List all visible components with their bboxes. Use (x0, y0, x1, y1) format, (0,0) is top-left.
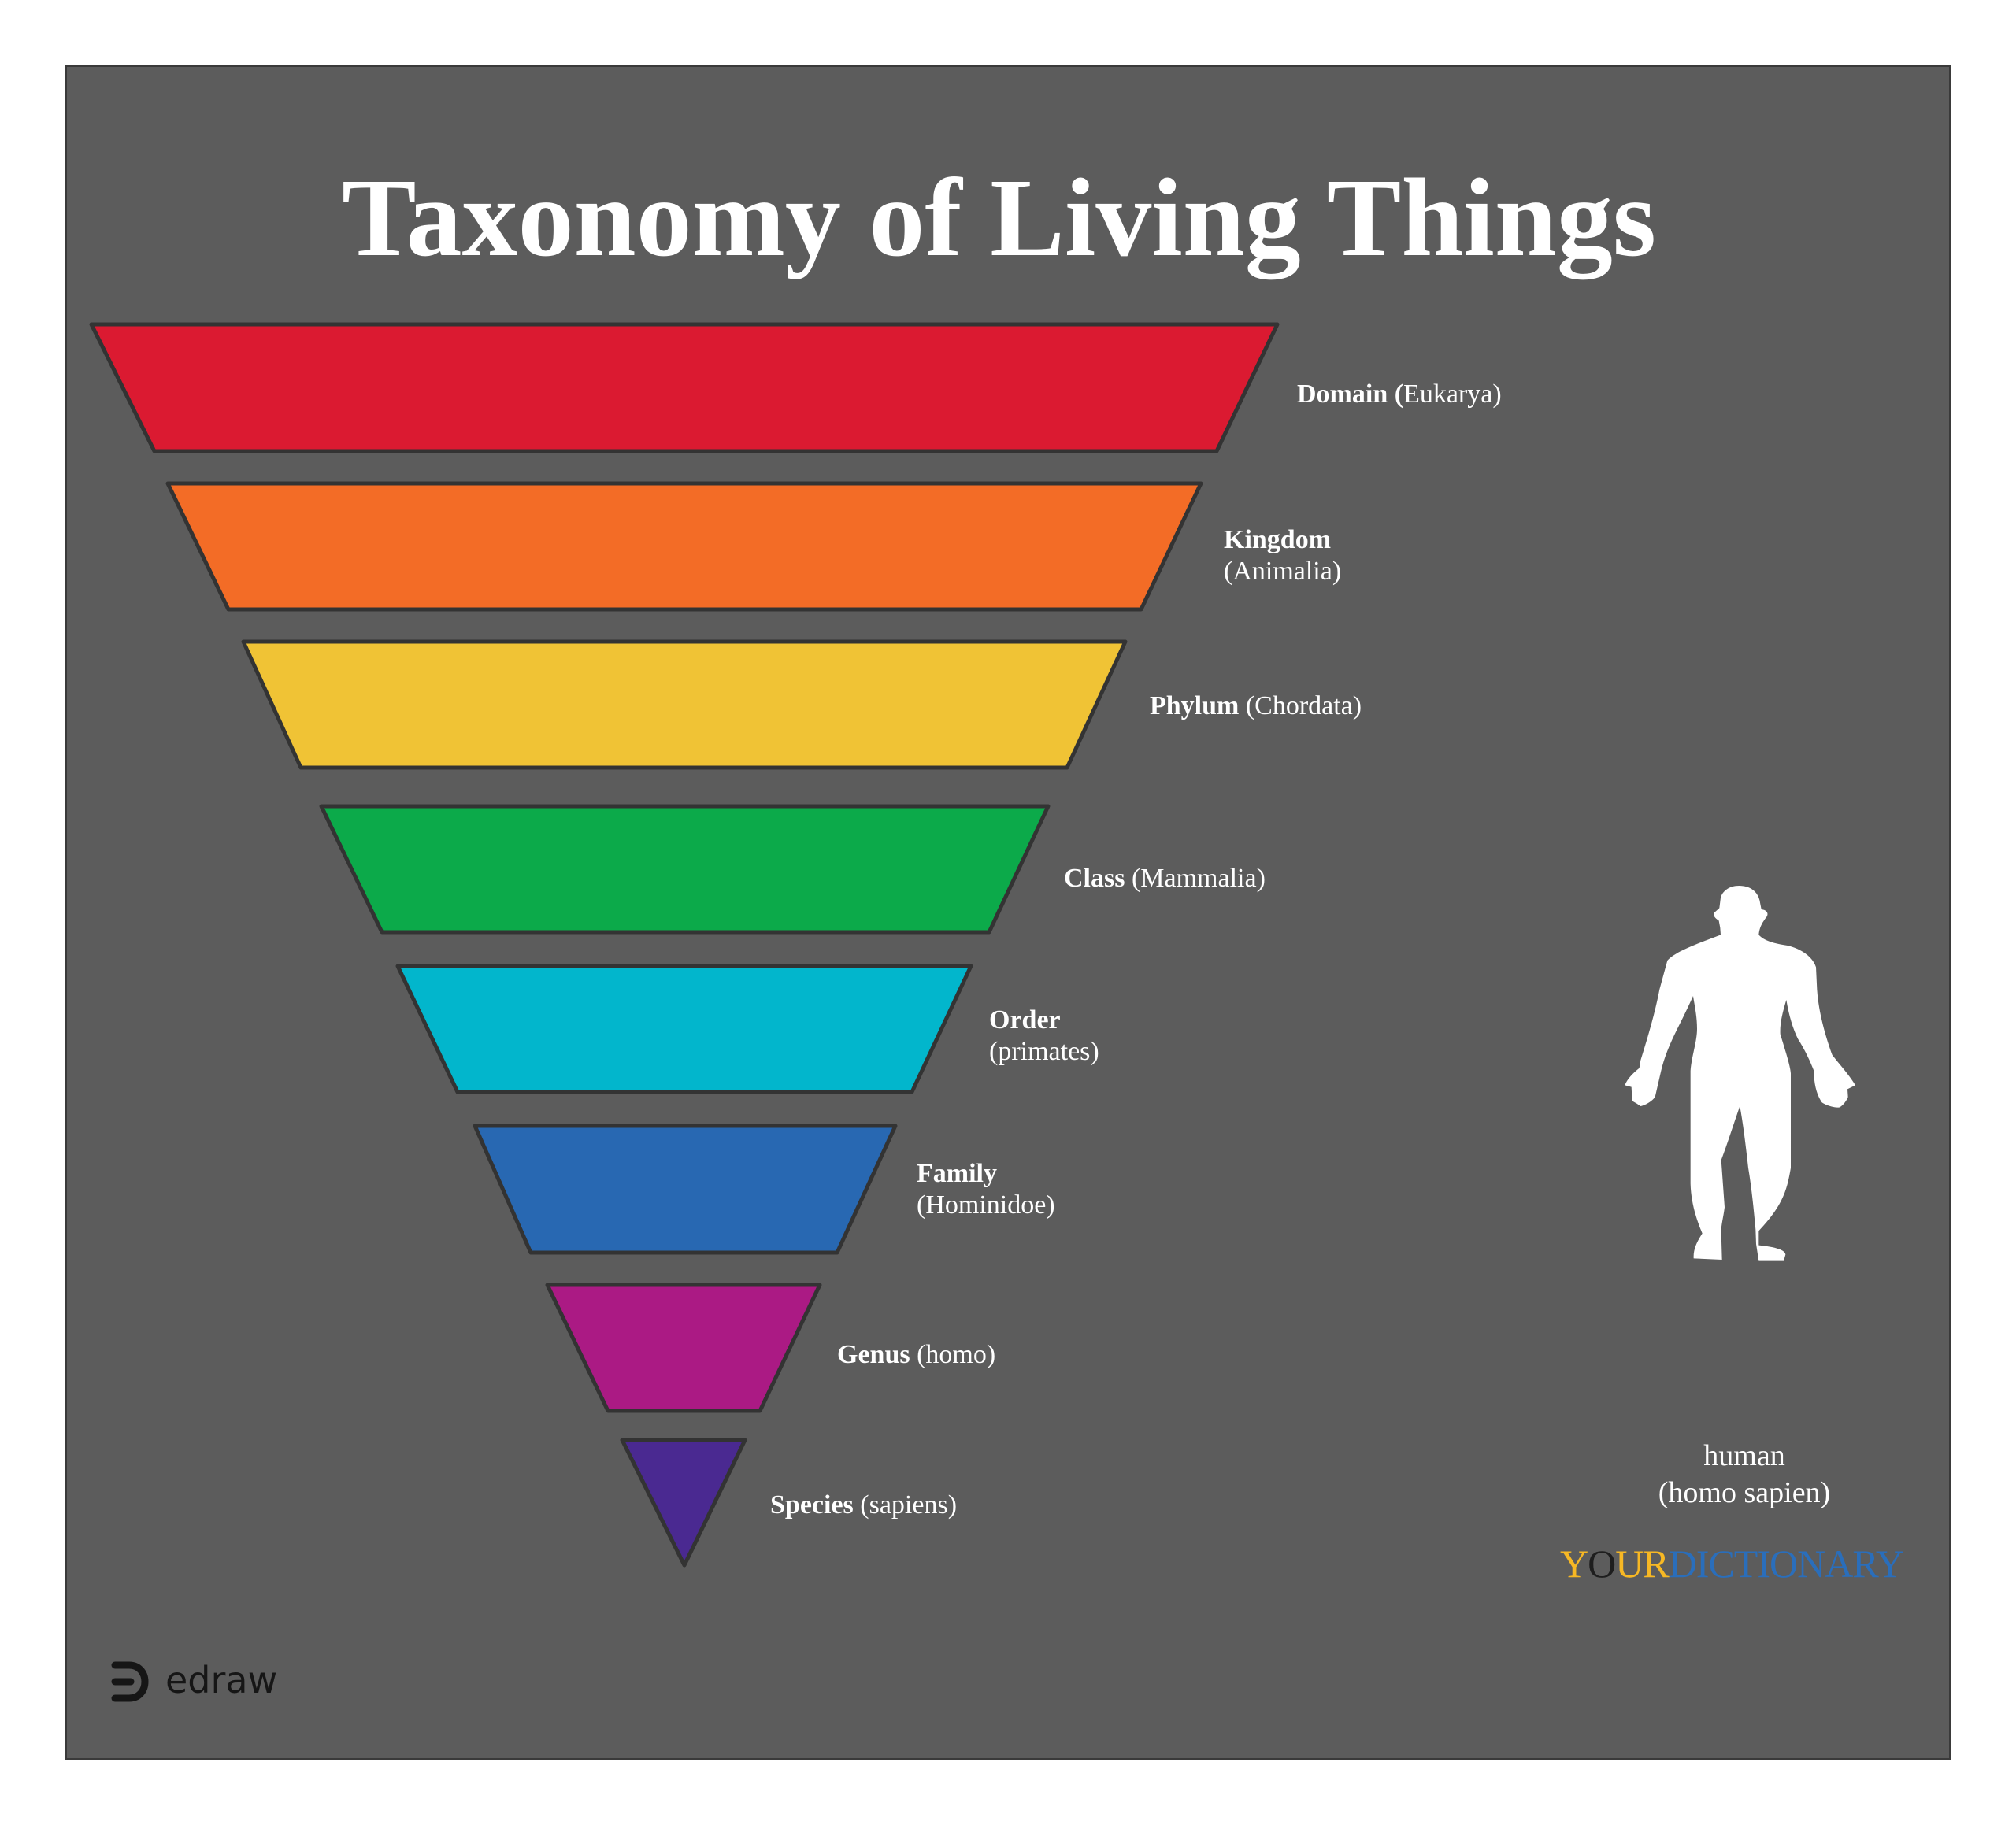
human-caption-scientific: (homo sapien) (1658, 1476, 1831, 1509)
label-species: Species (sapiens) (770, 1490, 957, 1521)
taxon-domain: Eukarya) (1403, 379, 1502, 409)
taxon-family: (Hominidoe) (917, 1190, 1055, 1220)
page-title: Taxonomy of Living Things (341, 155, 1657, 279)
edraw-logo-text: edraw (165, 1659, 278, 1701)
human-caption: human (homo sapien) (1587, 1438, 1902, 1512)
human-silhouette-icon (1625, 885, 1855, 1261)
label-domain: Domain (Eukarya) (1297, 379, 1502, 410)
taxon-class: (Mammalia) (1131, 864, 1266, 893)
rank-genus: Genus (837, 1340, 910, 1369)
rank-class: Class (1064, 864, 1125, 893)
label-class: Class (Mammalia) (1064, 863, 1266, 894)
rank-domain: Domain ( (1297, 379, 1404, 409)
human-caption-common: human (1703, 1439, 1785, 1472)
level-phylum-shape (241, 639, 1128, 770)
level-family-shape (472, 1124, 898, 1255)
taxon-order: (primates) (989, 1037, 1099, 1066)
level-kingdom-shape (165, 481, 1203, 612)
label-family: Family (Hominidoe) (917, 1158, 1055, 1221)
taxon-phylum: (Chordata) (1245, 691, 1362, 720)
taxon-species: (sapiens) (860, 1490, 958, 1520)
label-phylum: Phylum (Chordata) (1150, 690, 1362, 722)
yourdictionary-logo: YOURDICTIONARY (1560, 1542, 1904, 1586)
level-genus-shape (545, 1283, 822, 1413)
yd-segment-o: O (1588, 1542, 1616, 1586)
taxon-genus: (homo) (917, 1340, 996, 1369)
label-order: Order (primates) (989, 1005, 1099, 1068)
yd-segment-y: Y (1560, 1542, 1588, 1586)
level-species-shape (620, 1438, 747, 1568)
edraw-watermark: edraw (110, 1657, 277, 1707)
rank-species: Species (770, 1490, 854, 1520)
level-class-shape (319, 804, 1051, 935)
rank-kingdom: Kingdom (1224, 525, 1332, 554)
taxon-kingdom: (Animalia) (1224, 557, 1342, 586)
rank-order: Order (989, 1005, 1061, 1035)
level-order-shape (395, 964, 973, 1094)
label-kingdom: Kingdom (Animalia) (1224, 524, 1341, 587)
yd-segment-dictionary: DICTIONARY (1668, 1542, 1904, 1586)
rank-family: Family (917, 1159, 997, 1188)
edraw-logo-icon (111, 1661, 149, 1702)
level-domain-shape (89, 322, 1280, 453)
yd-segment-ur: UR (1615, 1542, 1669, 1586)
rank-phylum: Phylum (1150, 691, 1240, 720)
label-genus: Genus (homo) (837, 1339, 995, 1371)
